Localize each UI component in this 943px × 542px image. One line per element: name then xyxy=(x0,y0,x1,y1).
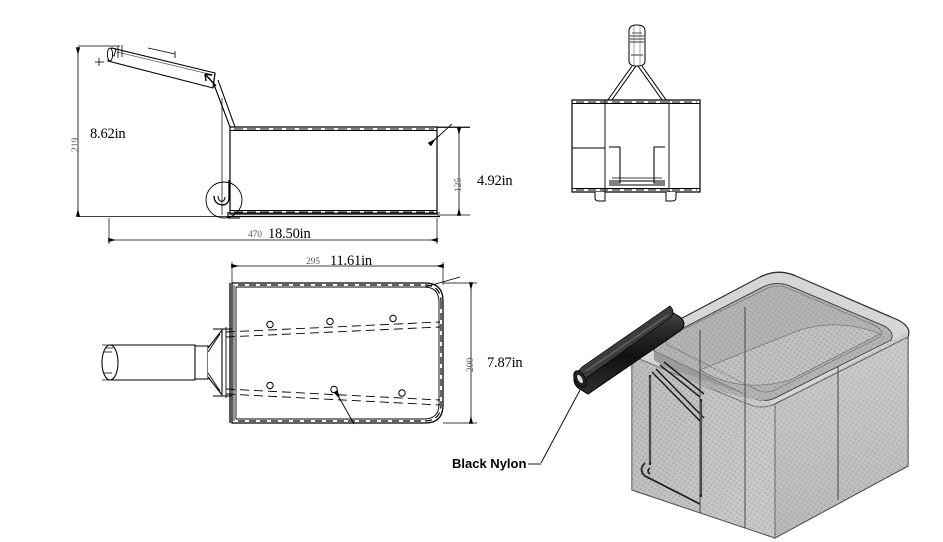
dim-label-219-imperial: 8.62in xyxy=(90,126,126,142)
dim-label-125-imperial: 4.92in xyxy=(477,173,513,189)
iso-rim-back-edge xyxy=(759,271,797,278)
top-view-handle-yoke xyxy=(194,327,236,398)
iso-black-nylon-leader xyxy=(528,389,581,465)
dim-label-470-imperial: 18.50in xyxy=(268,226,311,242)
side-view-basket-body xyxy=(227,126,440,218)
dim-label-295-metric: 295 xyxy=(306,257,320,267)
dim-label-219-metric: 219 xyxy=(71,137,81,152)
front-view-support-bars xyxy=(609,146,665,186)
top-view-hidden-handle-bars xyxy=(225,321,441,406)
top-view-corner-leader xyxy=(424,276,461,288)
dim-label-295-imperial: 11.61in xyxy=(330,253,372,269)
iso-front-wall-mesh xyxy=(775,332,908,538)
side-view-perforation-lines xyxy=(234,128,434,213)
side-view-handle-arm xyxy=(204,73,236,128)
dim-label-125-metric: 125 xyxy=(454,177,464,192)
dim-label-200-imperial: 7.87in xyxy=(487,355,523,371)
front-view-perforation-lines xyxy=(576,101,697,191)
dim-label-200-metric: 200 xyxy=(466,357,476,372)
side-view-foot xyxy=(227,212,240,219)
iso-nylon-handle xyxy=(573,305,685,395)
iso-left-wall-mesh xyxy=(632,356,775,538)
top-view-geometry xyxy=(101,276,461,425)
top-view-dimensions xyxy=(231,262,477,424)
iso-bottom-hook xyxy=(640,462,701,505)
side-view-dimensions xyxy=(75,45,470,244)
iso-handle-rod-highlights xyxy=(649,378,702,494)
iso-handle-struts xyxy=(651,361,705,422)
top-view-rivet-markers xyxy=(266,314,406,397)
front-view-stiffeners xyxy=(604,100,670,192)
side-view-hook-detail xyxy=(205,180,243,219)
side-view-handle xyxy=(106,47,216,89)
top-view-handle-grip xyxy=(101,344,196,381)
side-view-handle-tick xyxy=(95,45,176,66)
front-view-handle-grip xyxy=(628,24,646,67)
top-view-basket-outline xyxy=(229,282,444,424)
callout-label-black-nylon: Black Nylon xyxy=(452,456,527,471)
iso-view-geometry xyxy=(528,271,910,539)
front-view-geometry xyxy=(571,24,701,202)
top-view-rivet-leader xyxy=(333,390,355,425)
front-view-basket-shell xyxy=(571,99,701,193)
front-view-feet xyxy=(594,192,677,202)
top-view-rim-perforations xyxy=(238,284,442,422)
dim-label-470-metric: 470 xyxy=(248,230,262,240)
side-view-geometry xyxy=(95,45,470,219)
